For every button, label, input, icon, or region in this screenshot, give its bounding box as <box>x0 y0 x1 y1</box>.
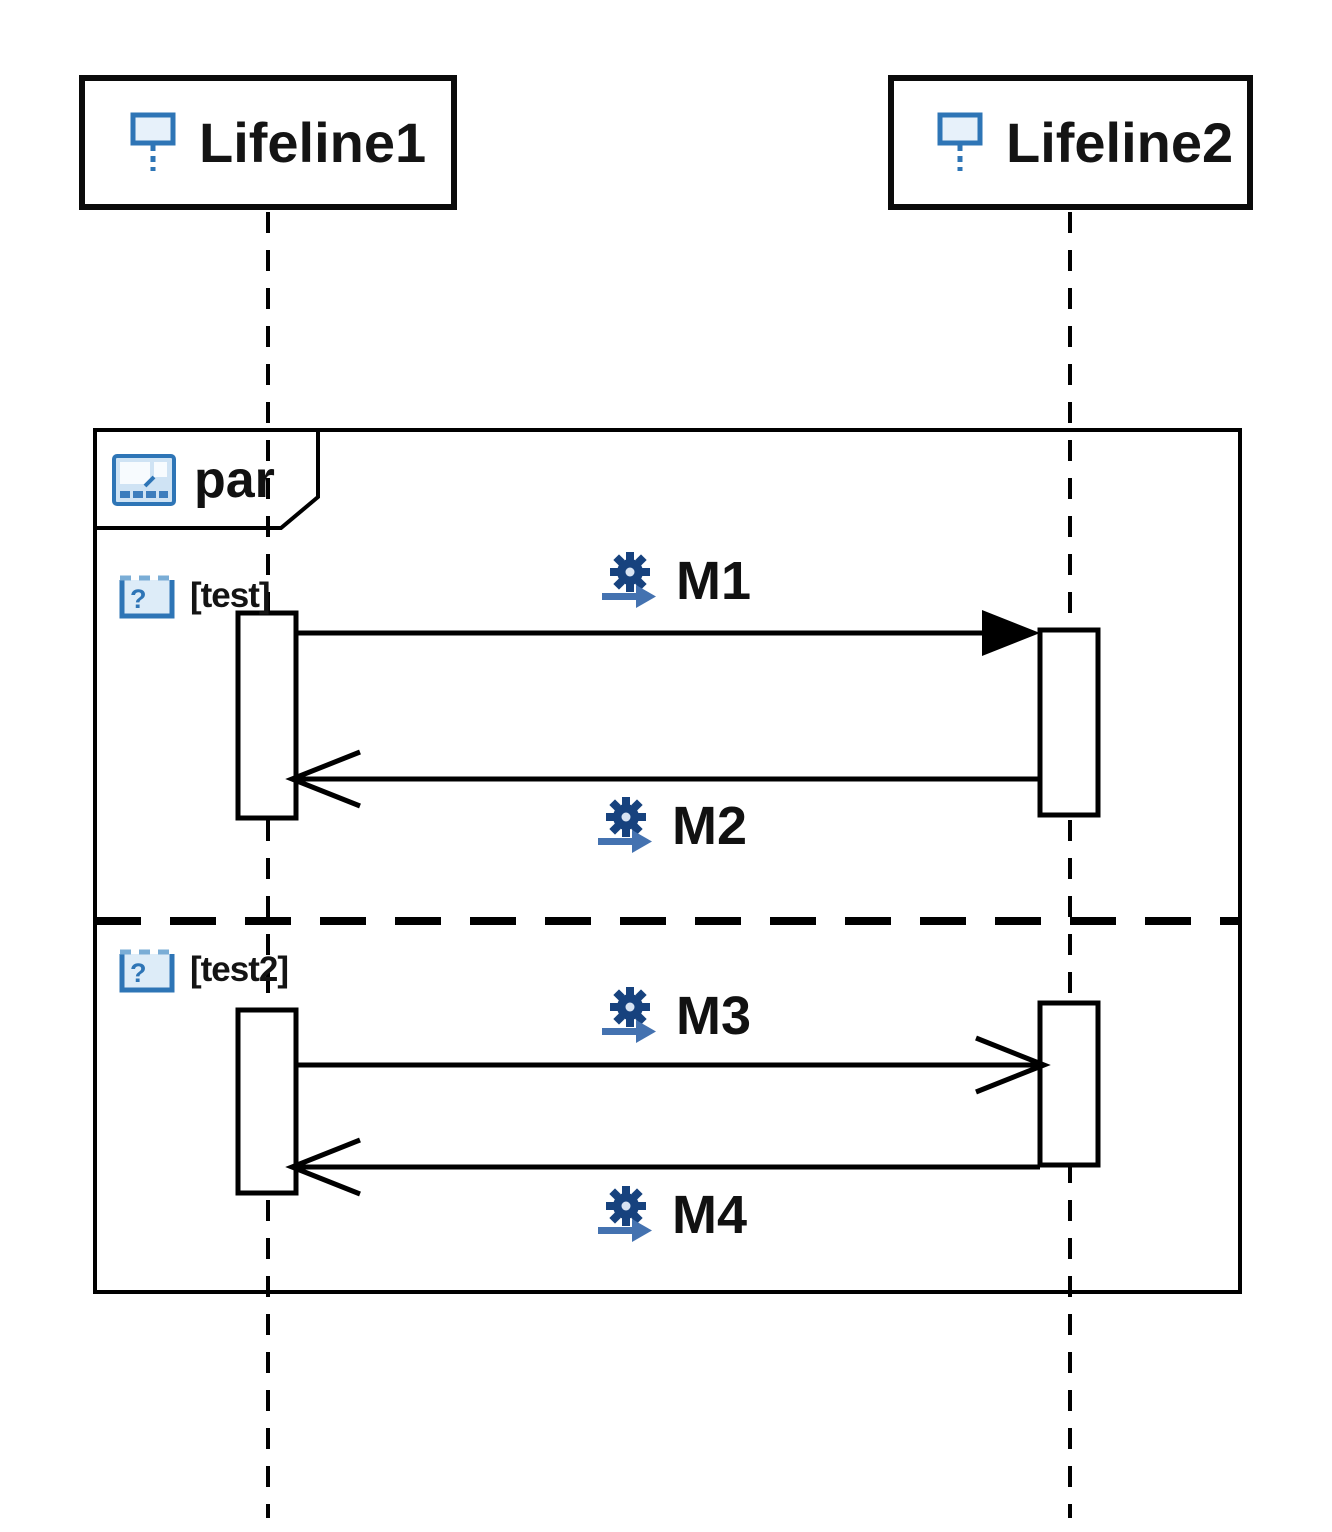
message-m2-text: M2 <box>672 796 748 856</box>
combined-fragment-icon <box>112 454 176 506</box>
message-m4-text: M4 <box>672 1185 748 1245</box>
message-m2-arrowhead-open <box>285 749 361 809</box>
execution-lifeline1-op2[interactable] <box>235 1007 299 1196</box>
message-m4-arrowhead-open <box>285 1137 361 1197</box>
lifeline-icon <box>937 112 983 171</box>
guard-icon: ? <box>119 575 175 619</box>
message-m1-text: M1 <box>676 551 752 611</box>
lifeline2-header[interactable]: Lifeline2 <box>888 75 1253 210</box>
fragment-operator-pentagon <box>97 432 320 530</box>
fragment-operator-text: par <box>194 451 275 509</box>
icon-arrow <box>598 830 652 853</box>
icon-dashes <box>120 491 168 498</box>
execution-lifeline2-op2[interactable] <box>1037 1000 1101 1168</box>
lifeline1-name: Lifeline1 <box>199 111 427 174</box>
svg-text:?: ? <box>130 584 147 614</box>
execution-lifeline1-op1[interactable] <box>235 610 299 821</box>
message-m3-arrowhead-open <box>975 1035 1051 1095</box>
guard-icon: ? <box>119 949 175 993</box>
svg-text:?: ? <box>130 958 147 988</box>
message-icon <box>598 1186 652 1242</box>
execution-lifeline2-op1[interactable] <box>1037 627 1101 818</box>
operand2-guard-text: [test2] <box>190 950 289 989</box>
message-icon <box>602 552 656 608</box>
message-m3-text: M3 <box>676 986 752 1046</box>
message-m4-label[interactable]: M4 <box>596 1182 747 1248</box>
icon-arrow <box>602 585 656 608</box>
message-m1-label[interactable]: M1 <box>600 548 751 614</box>
operand2-guard-label[interactable]: ? [test2] <box>118 942 289 998</box>
message-icon <box>602 987 656 1043</box>
message-icon <box>598 797 652 853</box>
message-m1-arrowhead-filled <box>982 610 1040 656</box>
lifeline-icon <box>130 112 176 171</box>
operand1-guard-text: [test] <box>190 576 271 615</box>
lifeline1-header[interactable]: Lifeline1 <box>79 75 457 210</box>
message-m3-label[interactable]: M3 <box>600 983 751 1049</box>
message-m2-label[interactable]: M2 <box>596 793 747 859</box>
operand1-guard-label[interactable]: ? [test] <box>118 568 271 624</box>
lifeline2-name: Lifeline2 <box>1006 111 1234 174</box>
fragment-operator-label[interactable]: par <box>112 448 275 512</box>
icon-arrow <box>602 1020 656 1043</box>
icon-arrow <box>598 1219 652 1242</box>
combined-fragment-frame[interactable] <box>93 428 1242 1294</box>
